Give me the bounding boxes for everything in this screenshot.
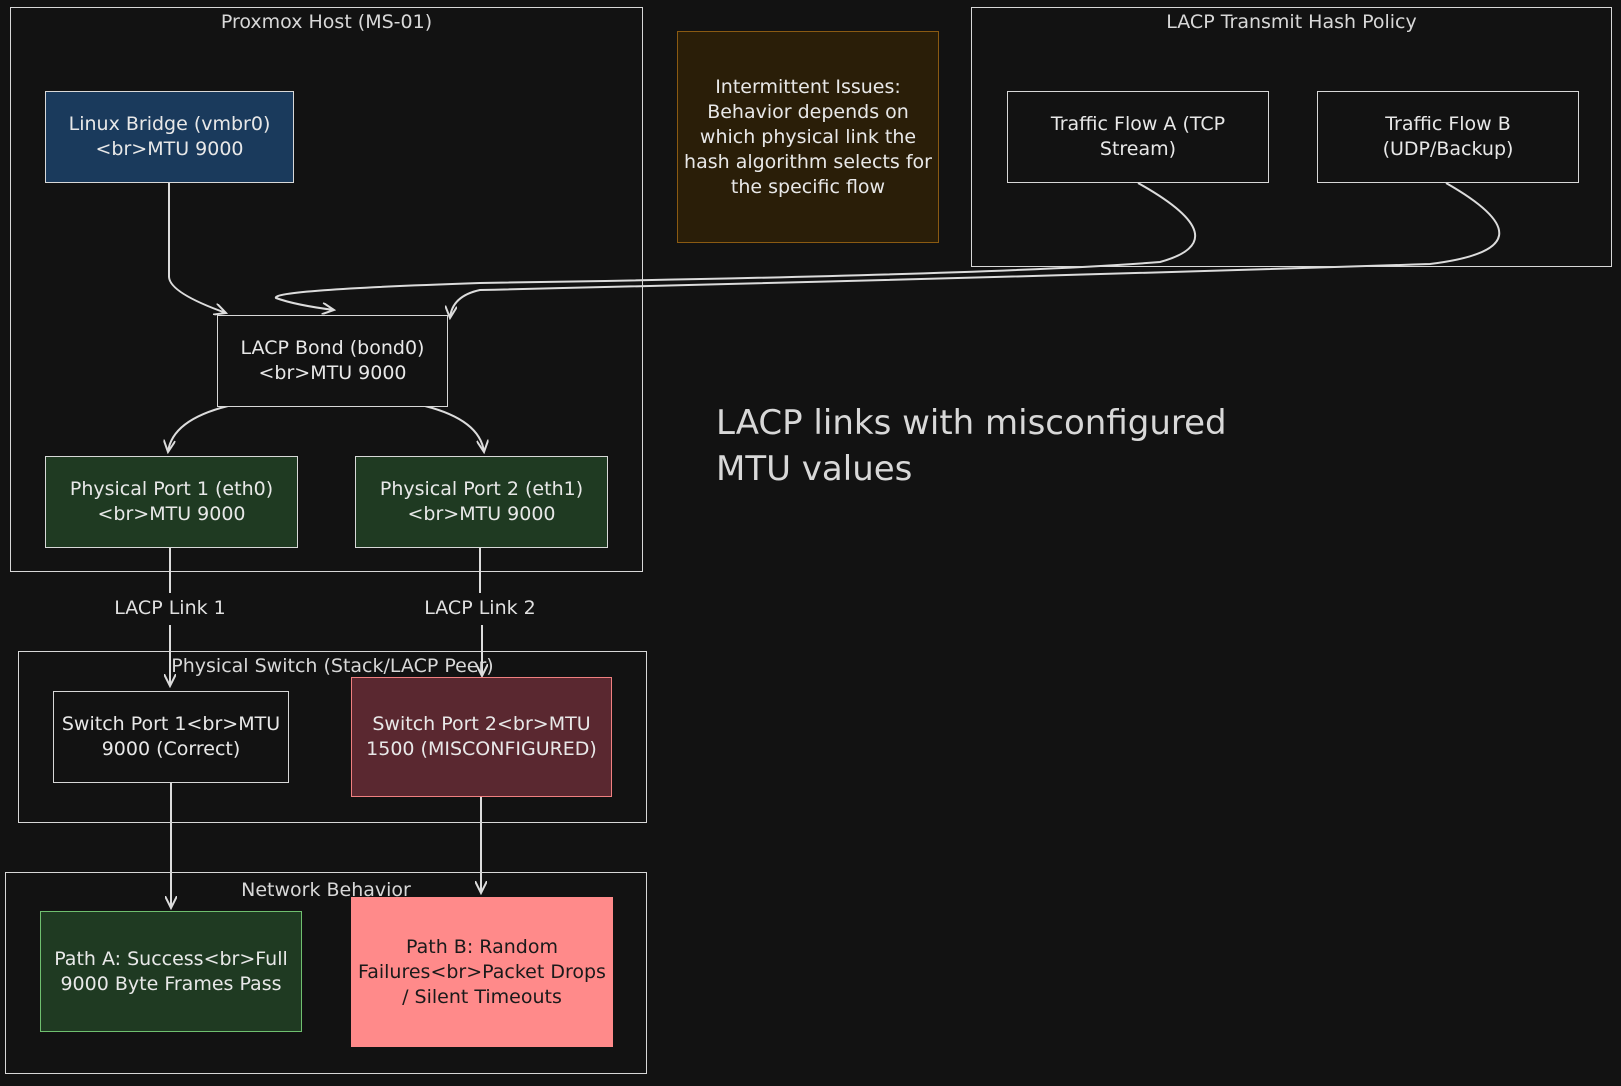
network-behavior-title: Network Behavior [241, 879, 411, 901]
path-a-label: Path A: Success<br>Full 9000 Byte Frames… [54, 947, 288, 995]
hash-policy-title: LACP Transmit Hash Policy [1166, 11, 1417, 33]
linux-bridge-node: Linux Bridge (vmbr0) <br>MTU 9000 [45, 91, 294, 183]
lacp-bond-node: LACP Bond (bond0) <br>MTU 9000 [217, 315, 448, 407]
path-b-label: Path B: Random Failures<br>Packet Drops … [358, 935, 606, 1008]
path-a-node: Path A: Success<br>Full 9000 Byte Frames… [40, 911, 302, 1032]
physical-port-1-node: Physical Port 1 (eth0) <br>MTU 9000 [45, 456, 298, 548]
switch-port-1-label: Switch Port 1<br>MTU 9000 (Correct) [61, 713, 281, 760]
physical-port-2-label: Physical Port 2 (eth1) <br>MTU 9000 [379, 478, 584, 525]
traffic-flow-b-node: Traffic Flow B (UDP/Backup) [1317, 91, 1579, 183]
traffic-flow-a-label: Traffic Flow A (TCP Stream) [1050, 113, 1226, 160]
physical-port-1-label: Physical Port 1 (eth0) <br>MTU 9000 [69, 478, 274, 525]
lacp-link-2-label: LACP Link 2 [410, 597, 550, 619]
lacp-link-1-label: LACP Link 1 [100, 597, 240, 619]
lacp-bond-label: LACP Bond (bond0) <br>MTU 9000 [240, 337, 425, 384]
traffic-flow-a-node: Traffic Flow A (TCP Stream) [1007, 91, 1269, 183]
network-behavior-group: Network Behavior [5, 872, 647, 1074]
physical-switch-group: Physical Switch (Stack/LACP Peer) [18, 651, 647, 823]
linux-bridge-label: Linux Bridge (vmbr0) <br>MTU 9000 [68, 113, 271, 160]
proxmox-host-group: Proxmox Host (MS-01) [10, 7, 643, 572]
switch-port-1-node: Switch Port 1<br>MTU 9000 (Correct) [53, 691, 289, 783]
switch-port-2-label: Switch Port 2<br>MTU 1500 (MISCONFIGURED… [366, 713, 597, 760]
physical-port-2-node: Physical Port 2 (eth1) <br>MTU 9000 [355, 456, 608, 548]
traffic-flow-b-label: Traffic Flow B (UDP/Backup) [1382, 113, 1514, 160]
hash-policy-group: LACP Transmit Hash Policy [971, 7, 1612, 267]
physical-switch-title: Physical Switch (Stack/LACP Peer) [171, 655, 494, 677]
intermittent-issues-text: Intermittent Issues: Behavior depends on… [684, 75, 932, 198]
misconfigured-mtu-annotation: LACP links with misconfigured MTU values [716, 403, 1227, 489]
intermittent-issues-note: Intermittent Issues: Behavior depends on… [677, 31, 939, 243]
switch-port-2-node: Switch Port 2<br>MTU 1500 (MISCONFIGURED… [351, 677, 612, 797]
proxmox-host-title: Proxmox Host (MS-01) [220, 11, 433, 33]
path-b-node: Path B: Random Failures<br>Packet Drops … [351, 897, 613, 1047]
